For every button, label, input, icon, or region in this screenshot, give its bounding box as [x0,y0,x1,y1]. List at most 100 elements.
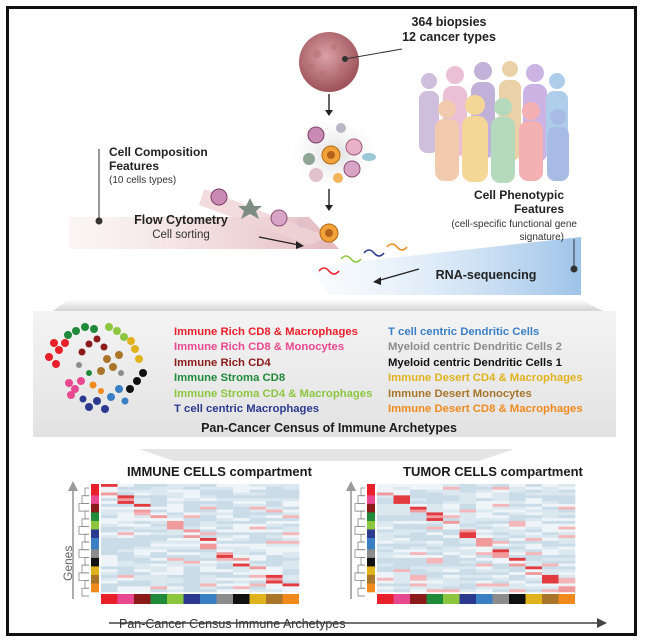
gene-group-color-cell [91,557,99,562]
gene-group-color-cell [91,489,99,493]
dendrogram-branch [84,487,89,497]
archetype-color-cell [117,594,134,604]
heatmap-cell [134,583,151,587]
heatmap-cell [266,577,283,581]
dendrogram-branch [81,587,89,597]
heatmap-cell [525,535,543,539]
heatmap-cell [101,512,118,516]
heatmap-cell [377,523,394,527]
heatmap-cell [542,489,559,493]
gene-group-color-cell [91,532,99,536]
heatmap-cell [492,572,510,576]
heatmap-cell [117,512,135,516]
heatmap-cell [266,549,283,553]
heatmap-cell [377,589,394,593]
heatmap-cell [200,523,217,527]
heatmap-cell [266,572,283,576]
heatmap-cell [200,546,217,550]
heatmap-cell [266,546,283,550]
heatmap-cell [542,560,559,564]
heatmap-cell [525,520,543,525]
heatmap-cell [150,484,168,488]
heatmap-cell [249,580,267,584]
immune-compartment-title: IMMUNE CELLS compartment [127,464,312,479]
heatmap-cell [476,486,493,490]
heatmap-cell [426,560,444,564]
heatmap-cell [542,583,559,587]
heatmap-cell [492,495,510,499]
heatmap-cell [525,538,543,542]
heatmap-cell [216,512,234,516]
heatmap-cell [167,501,184,505]
gene-group-color-cell [367,515,375,519]
archetype-color-cell [134,594,151,604]
heatmap-cell [200,589,217,593]
archetype-panel [33,311,616,437]
heatmap-cell [509,549,526,553]
archetype-legend-item: Myeloid centric Dendritic Cells 1 [388,356,562,369]
heatmap-cell [233,549,250,553]
heatmap-cell [393,520,411,525]
heatmap-cell [492,560,510,564]
gene-group-color-cell [91,506,99,510]
heatmap-cell [426,484,444,488]
heatmap-cell [282,523,300,527]
heatmap-cell [509,552,526,556]
heatmap-cell [134,518,151,522]
heatmap-cell [216,572,234,576]
heatmap-cell [492,535,510,539]
gene-group-color-cell [367,560,375,564]
heatmap-cell [183,529,201,533]
heatmap-cell [101,501,118,505]
heatmap-cell [377,512,394,516]
gene-group-color-cell [91,498,99,502]
heatmap-cell [150,589,168,593]
heatmap-cell [443,503,460,508]
census-title: Pan-Cancer Census of Immune Archetypes [201,421,457,435]
heatmap-cell [476,563,493,567]
gene-group-color-cell [91,518,99,522]
heatmap-cell [183,506,201,510]
heatmap-cell [558,540,576,544]
gene-group-color-cell [367,540,375,544]
heatmap-cell [183,569,201,573]
heatmap-cell [443,577,460,581]
archetype-color-cell [558,594,575,604]
heatmap-cell [282,489,300,493]
heatmap-cell [558,503,576,508]
heatmap-cell [233,501,250,505]
heatmap-cell [558,523,576,527]
heatmap-cell [150,557,168,562]
heatmap-cell [117,552,135,556]
heatmap-cell [525,555,543,559]
heatmap-cell [101,549,118,553]
heatmap-cell [377,580,394,584]
gene-group-color-cell [91,577,99,581]
heatmap-cell [393,492,411,496]
heatmap-cell [492,523,510,527]
heatmap-cell [509,501,526,505]
heatmap-cell [167,495,184,499]
heatmap-cell [426,577,444,581]
heatmap-cell [249,495,267,499]
heatmap-cell [443,520,460,525]
heatmap-cell [266,557,283,562]
heatmap-cell [266,520,283,525]
heatmap-cell [509,557,526,562]
heatmap-cell [410,572,427,576]
gene-group-color-cell [91,563,99,567]
heatmap-cell [233,518,250,522]
archetype-color-cell [542,594,559,604]
heatmap-cell [410,577,427,581]
heatmap-cell [558,549,576,553]
tumor-heatmap [354,484,576,604]
dendrogram-branch [78,526,89,535]
heatmap-cell [377,484,394,488]
heatmap-cell [249,538,267,542]
heatmap-cell [134,549,151,553]
heatmap-cell [216,515,234,519]
heatmap-cell [249,583,267,587]
heatmap-cell [200,538,217,542]
heatmap-cell [266,506,283,510]
heatmap-cell [525,486,543,490]
